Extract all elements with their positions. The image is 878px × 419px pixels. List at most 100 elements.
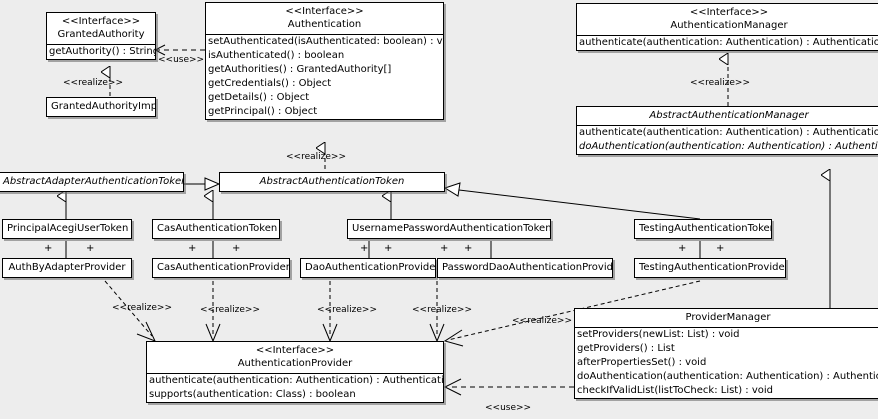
association-marker: + — [440, 243, 449, 254]
class-name: UsernamePasswordAuthenticationToken — [352, 223, 551, 234]
class-authentication-manager[interactable]: <<Interface>> AuthenticationManager auth… — [576, 3, 878, 51]
association-marker: + — [360, 243, 369, 254]
class-name: GrantedAuthorityImpl — [51, 101, 156, 112]
edge-label-realize-abstract-authentication-manager: <<realize>> — [690, 78, 750, 88]
class-name: Authentication — [287, 19, 362, 30]
operation: doAuthentication(authentication: Authent… — [577, 371, 878, 382]
class-name: CasAuthenticationToken — [157, 223, 278, 234]
edge-label-realize-abstract-authentication-token: <<realize>> — [286, 152, 346, 162]
stereotype-label: <<Interface>> — [255, 345, 335, 356]
class-name: AuthenticationProvider — [237, 358, 353, 369]
class-header: UsernamePasswordAuthenticationToken — [348, 220, 550, 238]
class-header: AbstractAdapterAuthenticationToken — [0, 173, 183, 191]
class-dao-authentication-provider[interactable]: DaoAuthenticationProvider — [300, 258, 436, 278]
class-abstract-adapter-authentication-token[interactable]: AbstractAdapterAuthenticationToken — [0, 172, 184, 192]
association-marker: + — [678, 243, 687, 254]
edge-label-realize-dao-provider: <<realize>> — [317, 305, 377, 315]
class-header: PrincipalAcegiUserToken — [3, 220, 131, 238]
class-name: TestingAuthenticationProvider — [639, 262, 786, 273]
class-header: CasAuthenticationToken — [153, 220, 279, 238]
class-name: PasswordDaoAuthenticationProvider — [442, 262, 613, 273]
operation: authenticate(authentication: Authenticat… — [149, 375, 444, 386]
edge-label-realize-testing-provider: <<realize>> — [512, 316, 572, 326]
class-auth-by-adapter-provider[interactable]: AuthByAdapterProvider — [2, 258, 132, 278]
class-cas-authentication-token[interactable]: CasAuthenticationToken — [152, 219, 280, 239]
association-marker: + — [384, 243, 393, 254]
class-header: <<Interface>> Authentication — [206, 3, 443, 34]
operation: isAuthenticated() : boolean — [208, 50, 345, 61]
association-marker: + — [188, 243, 197, 254]
class-password-dao-authentication-provider[interactable]: PasswordDaoAuthenticationProvider — [437, 258, 613, 278]
association-marker: + — [44, 243, 53, 254]
class-name: TestingAuthenticationToken — [639, 223, 772, 234]
class-header: TestingAuthenticationProvider — [635, 259, 785, 277]
stereotype-label: <<Interface>> — [61, 16, 141, 27]
class-abstract-authentication-token[interactable]: AbstractAuthenticationToken — [219, 172, 445, 192]
class-name: CasAuthenticationProvider — [157, 262, 290, 273]
class-header: GrantedAuthorityImpl — [47, 98, 155, 116]
operation: checkIfValidList(listToCheck: List) : vo… — [577, 385, 774, 396]
class-testing-authentication-token[interactable]: TestingAuthenticationToken — [634, 219, 772, 239]
class-provider-manager[interactable]: ProviderManager setProviders(newList: Li… — [574, 308, 878, 399]
operations-compartment: authenticate(authentication: Authenticat… — [577, 125, 878, 154]
operations-compartment: setAuthenticated(isAuthenticated: boolea… — [206, 34, 443, 119]
class-header: <<Interface>> AuthenticationManager — [577, 4, 878, 35]
operation: getProviders() : List — [577, 343, 675, 354]
operations-compartment: setProviders(newList: List) : void getPr… — [575, 327, 878, 398]
class-username-password-authentication-token[interactable]: UsernamePasswordAuthenticationToken — [347, 219, 551, 239]
class-header: PasswordDaoAuthenticationProvider — [438, 259, 612, 277]
class-principal-acegi-user-token[interactable]: PrincipalAcegiUserToken — [2, 219, 132, 239]
class-testing-authentication-provider[interactable]: TestingAuthenticationProvider — [634, 258, 786, 278]
class-name: GrantedAuthority — [57, 29, 145, 40]
class-granted-authority[interactable]: <<Interface>> GrantedAuthority getAuthor… — [46, 12, 156, 60]
class-name: AbstractAuthenticationToken — [259, 176, 405, 187]
edge-label-realize-granted-authority-impl: <<realize>> — [63, 78, 123, 88]
class-name: PrincipalAcegiUserToken — [7, 223, 129, 234]
class-name: AbstractAdapterAuthenticationToken — [3, 176, 184, 187]
class-header: ProviderManager — [575, 309, 878, 327]
class-header: AuthByAdapterProvider — [3, 259, 131, 277]
class-header: AbstractAuthenticationToken — [220, 173, 444, 191]
class-authentication[interactable]: <<Interface>> Authentication setAuthenti… — [205, 2, 444, 120]
operation: getCredentials() : Object — [208, 78, 332, 89]
class-header: <<Interface>> AuthenticationProvider — [147, 342, 443, 373]
class-name: AuthByAdapterProvider — [8, 262, 126, 273]
association-marker: + — [86, 243, 95, 254]
operations-compartment: authenticate(authentication: Authenticat… — [147, 373, 443, 402]
class-header: <<Interface>> GrantedAuthority — [47, 13, 155, 44]
class-header: TestingAuthenticationToken — [635, 220, 771, 238]
class-name: AbstractAuthenticationManager — [649, 110, 809, 121]
association-marker: + — [464, 243, 473, 254]
class-cas-authentication-provider[interactable]: CasAuthenticationProvider — [152, 258, 290, 278]
edge-label-use-provider-manager: <<use>> — [485, 403, 532, 413]
class-authentication-provider[interactable]: <<Interface>> AuthenticationProvider aut… — [146, 341, 444, 403]
class-header: DaoAuthenticationProvider — [301, 259, 435, 277]
class-header: CasAuthenticationProvider — [153, 259, 289, 277]
operation: setAuthenticated(isAuthenticated: boolea… — [208, 36, 444, 47]
stereotype-label: <<Interface>> — [285, 6, 364, 17]
operation: authenticate(authentication: Authenticat… — [579, 37, 878, 48]
operations-compartment: getAuthority() : String — [47, 44, 155, 59]
class-header: AbstractAuthenticationManager — [577, 107, 878, 125]
operation: setProviders(newList: List) : void — [577, 329, 740, 340]
class-name: DaoAuthenticationProvider — [305, 262, 436, 273]
association-marker: + — [232, 243, 241, 254]
stereotype-label: <<Interface>> — [689, 7, 769, 18]
operation: authenticate(authentication: Authenticat… — [579, 127, 878, 138]
edge-label-realize-password-dao-provider: <<realize>> — [412, 305, 472, 315]
operation: afterPropertiesSet() : void — [577, 357, 707, 368]
operation: getPrincipal() : Object — [208, 106, 318, 117]
class-abstract-authentication-manager[interactable]: AbstractAuthenticationManager authentica… — [576, 106, 878, 155]
operation: supports(authentication: Class) : boolea… — [149, 389, 356, 400]
class-granted-authority-impl[interactable]: GrantedAuthorityImpl — [46, 97, 156, 117]
operations-compartment: authenticate(authentication: Authenticat… — [577, 35, 878, 50]
edge-label-realize-auth-by-adapter: <<realize>> — [112, 303, 172, 313]
operation: doAuthentication(authentication: Authent… — [579, 141, 878, 152]
class-name: AuthenticationManager — [670, 20, 788, 31]
edge-label-realize-cas-provider: <<realize>> — [200, 305, 260, 315]
operation: getAuthority() : String — [49, 46, 156, 57]
edge-label-use-granted-authority: <<use>> — [158, 55, 205, 65]
class-name: ProviderManager — [685, 312, 771, 323]
operation: getDetails() : Object — [208, 92, 310, 103]
